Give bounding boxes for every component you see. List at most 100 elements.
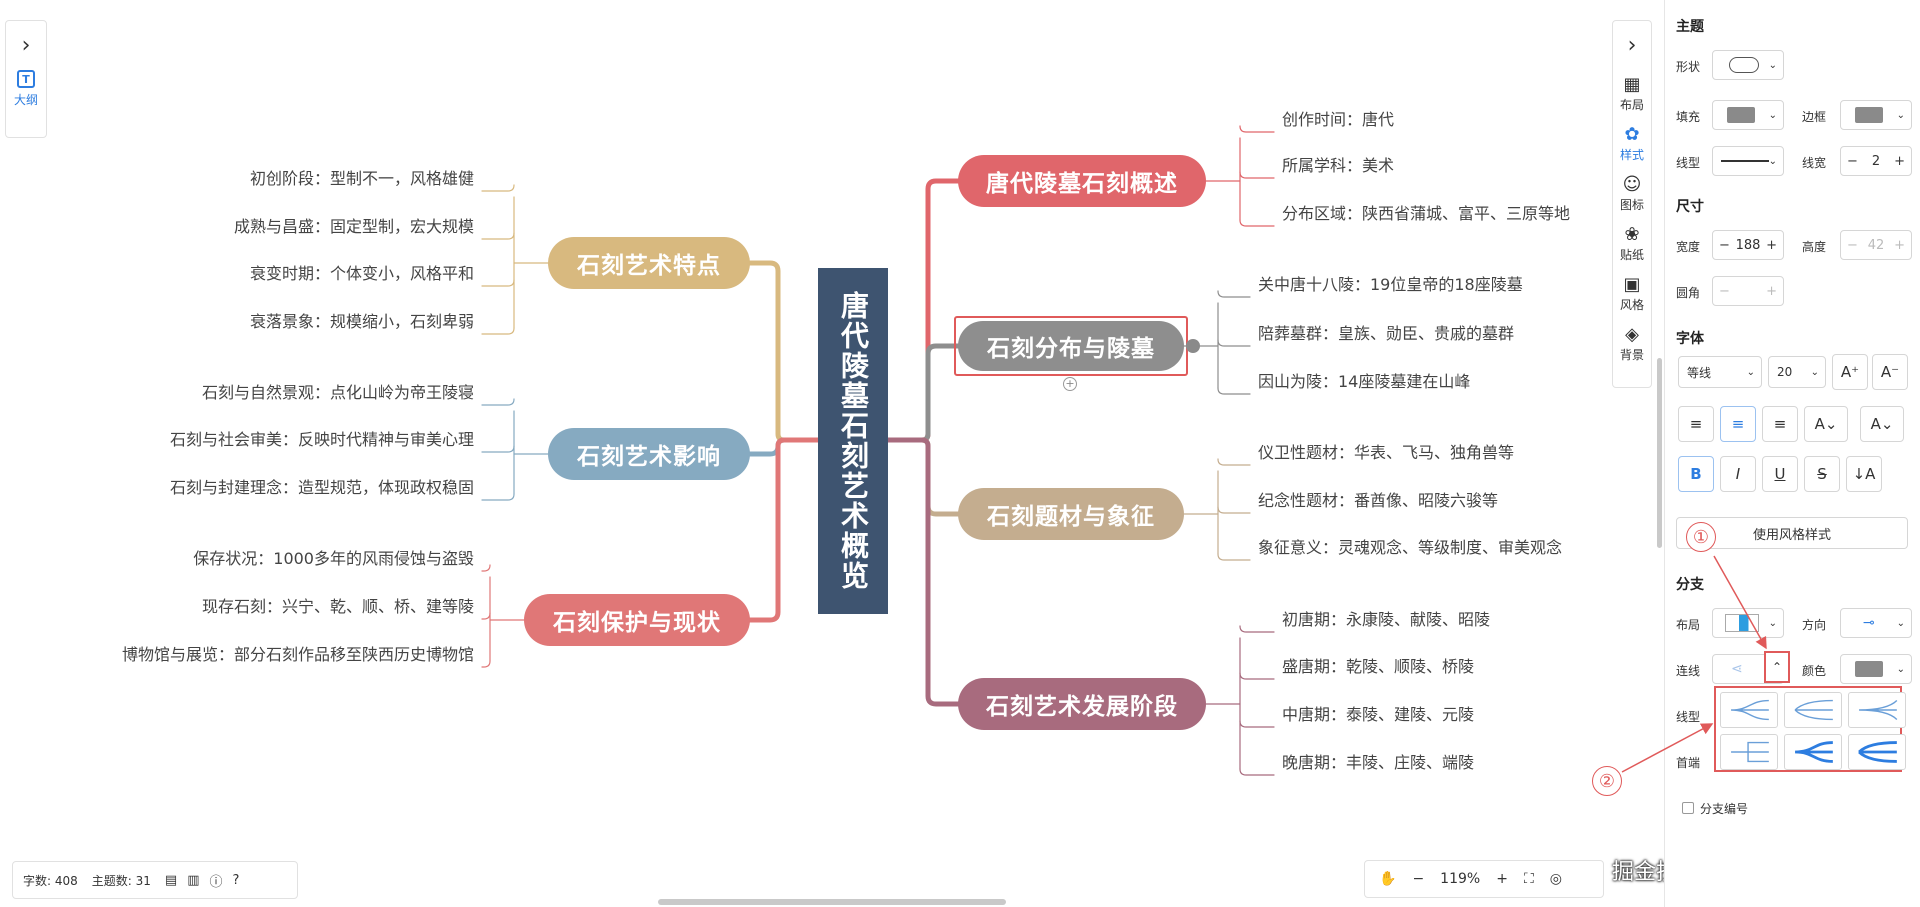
height-stepper[interactable]: −42+ — [1840, 230, 1912, 260]
topic-section-title: 主题 — [1676, 19, 1704, 35]
leaf-topic[interactable]: 因山为陵：14座陵墓建在山峰 — [1258, 372, 1471, 391]
font-color-button[interactable]: A⌄ — [1804, 406, 1848, 442]
leaf-topic[interactable]: 博物馆与展览：部分石刻作品移至陕西历史博物馆 — [121, 645, 474, 664]
leaf-topic[interactable]: 晚唐期：丰陵、庄陵、端陵 — [1282, 753, 1475, 772]
leaf-topic[interactable]: 现存石刻：兴宁、乾、顺、桥、建等陵 — [201, 597, 474, 616]
leaf-topic[interactable]: 初创阶段：型制不一，风格雄健 — [249, 169, 474, 188]
height-label: 高度 — [1802, 240, 1827, 254]
shape-select[interactable]: ⌄ — [1712, 50, 1784, 80]
layout-select[interactable]: ⌄ — [1712, 608, 1784, 638]
root-topic[interactable]: 唐代陵墓石刻艺术概览 — [818, 268, 888, 614]
expand-chevron-icon[interactable]: › — [21, 33, 31, 58]
font-grow-button[interactable]: A⁺ — [1832, 354, 1868, 390]
line-width-stepper[interactable]: −2+ — [1840, 146, 1912, 176]
direction-select[interactable]: ⊸⌄ — [1840, 608, 1912, 638]
branch-color-select[interactable]: ⌄ — [1840, 654, 1912, 684]
hand-icon[interactable]: ✋ — [1379, 871, 1397, 887]
branch-topic[interactable]: 石刻分布与陵墓 — [958, 321, 1184, 371]
leaf-topic[interactable]: 所属学科：美术 — [1282, 156, 1395, 175]
connector-option-1[interactable] — [1720, 692, 1778, 728]
connector-line — [1217, 339, 1251, 347]
italic-button[interactable]: I — [1720, 456, 1756, 492]
branch-topic[interactable]: 唐代陵墓石刻概述 — [958, 155, 1206, 207]
use-style-button[interactable]: 使用风格样式 — [1676, 517, 1908, 549]
zoom-level[interactable]: 119% — [1440, 871, 1481, 887]
help-icon[interactable]: ? — [232, 872, 240, 888]
branch-topic[interactable]: 石刻艺术影响 — [548, 428, 750, 480]
align-center-icon[interactable]: ≡ — [1720, 406, 1756, 442]
tool-smiley[interactable]: ☺图标 — [1620, 175, 1644, 213]
leaf-topic[interactable]: 分布区域：陕西省蒲城、富平、三原等地 — [1282, 204, 1571, 223]
leaf-topic[interactable]: 衰变时期：个体变小，风格平和 — [249, 264, 474, 283]
locate-icon[interactable]: ◎ — [1549, 871, 1562, 887]
leaf-topic[interactable]: 关中唐十八陵：19位皇帝的18座陵墓 — [1258, 275, 1523, 294]
align-right-icon[interactable]: ≡ — [1762, 406, 1798, 442]
branch-color-swatch — [1855, 661, 1883, 677]
keyboard-icon[interactable]: ▤ — [164, 872, 178, 888]
leaf-topic[interactable]: 石刻与封建理念：造型规范，体现政权稳固 — [169, 478, 474, 497]
mindmap-canvas[interactable]: 唐代陵墓石刻艺术概览 唐代陵墓石刻概述 创作时间：唐代所属学科：美术分布区域：陕西… — [0, 0, 1664, 907]
fit-icon[interactable]: ⛶ — [1523, 871, 1534, 887]
leaf-topic[interactable]: 象征意义：灵魂观念、等级制度、审美观念 — [1258, 538, 1563, 557]
align-left-icon[interactable]: ≡ — [1678, 406, 1714, 442]
leaf-topic[interactable]: 纪念性题材：番酋像、昭陵六骏等 — [1258, 491, 1499, 510]
tool-label: 图标 — [1619, 198, 1644, 212]
radius-stepper[interactable]: −+ — [1712, 276, 1784, 306]
outline-label[interactable]: 大纲 — [13, 93, 38, 107]
horizontal-scrollbar[interactable] — [658, 899, 1006, 905]
border-select[interactable]: ⌄ — [1840, 100, 1912, 130]
tool-sticker[interactable]: ❀贴纸 — [1620, 225, 1644, 263]
tool-grid[interactable]: ▣风格 — [1620, 275, 1644, 313]
leaf-topic[interactable]: 盛唐期：乾陵、顺陵、桥陵 — [1282, 657, 1475, 676]
underline-button[interactable]: U — [1762, 456, 1798, 492]
leaf-topic[interactable]: 石刻与自然景观：点化山岭为帝王陵寝 — [201, 383, 474, 402]
collapse-handle[interactable] — [1186, 339, 1200, 353]
connector-line — [481, 564, 491, 572]
font-shrink-button[interactable]: A⁻ — [1872, 354, 1908, 390]
collapse-chevron-icon[interactable]: › — [1627, 33, 1637, 58]
bold-button[interactable]: B — [1678, 456, 1714, 492]
width-stepper[interactable]: −188+ — [1712, 230, 1784, 260]
tool-layout[interactable]: ▦布局 — [1620, 75, 1644, 113]
chevron-up-icon[interactable]: ⌃ — [1764, 651, 1790, 683]
branch-topic[interactable]: 石刻艺术发展阶段 — [958, 678, 1206, 730]
vertical-scrollbar[interactable] — [1657, 358, 1662, 548]
leaf-topic[interactable]: 石刻与社会审美：反映时代精神与审美心理 — [169, 430, 474, 449]
line-type-select[interactable]: ⌄ — [1712, 146, 1784, 176]
branch-topic[interactable]: 石刻艺术特点 — [548, 237, 750, 289]
highlight-color-button[interactable]: A⌄ — [1860, 406, 1904, 442]
tool-label: 贴纸 — [1619, 248, 1644, 262]
font-size-select[interactable]: 20⌄ — [1768, 356, 1826, 388]
connector-option-4[interactable] — [1720, 734, 1778, 770]
leaf-topic[interactable]: 初唐期：永康陵、献陵、昭陵 — [1282, 610, 1491, 629]
branch-topic[interactable]: 石刻题材与象征 — [958, 488, 1184, 540]
border-label: 边框 — [1802, 110, 1827, 124]
add-topic-handle[interactable]: + — [1063, 377, 1077, 391]
outline-icon[interactable]: T — [17, 70, 35, 88]
zoom-out-button[interactable]: − — [1412, 871, 1425, 887]
first-end-label: 首端 — [1676, 756, 1701, 770]
branch-topic[interactable]: 石刻保护与现状 — [524, 594, 750, 646]
fill-select[interactable]: ⌄ — [1712, 100, 1784, 130]
strikethrough-button[interactable]: S — [1804, 456, 1840, 492]
connector-option-6[interactable] — [1848, 734, 1906, 770]
leaf-topic[interactable]: 仪卫性题材：华表、飞马、独角兽等 — [1258, 443, 1515, 462]
font-family-select[interactable]: 等线⌄ — [1678, 356, 1762, 388]
branch-number-checkbox[interactable] — [1682, 802, 1694, 814]
grid-icon: ▣ — [1623, 274, 1641, 295]
leaf-topic[interactable]: 创作时间：唐代 — [1282, 110, 1395, 129]
connector-option-3[interactable] — [1848, 692, 1906, 728]
leaf-topic[interactable]: 衰落景象：规模缩小，石刻卑弱 — [249, 312, 474, 331]
leaf-topic[interactable]: 保存状况：1000多年的风雨侵蚀与盗毁 — [193, 549, 474, 568]
tool-layers[interactable]: ◈背景 — [1620, 325, 1644, 363]
tool-palette[interactable]: ✿样式 — [1620, 125, 1644, 163]
sort-icon[interactable]: ↓A — [1846, 456, 1882, 492]
layout-icon[interactable]: ▥ — [187, 872, 200, 888]
connector-option-2[interactable] — [1784, 692, 1842, 728]
info-icon[interactable]: ⓘ — [209, 874, 223, 890]
leaf-topic[interactable]: 陪葬墓群：皇族、勋臣、贵戚的墓群 — [1258, 324, 1515, 343]
zoom-in-button[interactable]: + — [1496, 871, 1508, 887]
leaf-topic[interactable]: 成熟与昌盛：固定型制，宏大规模 — [233, 217, 474, 236]
connector-option-5[interactable] — [1784, 734, 1842, 770]
leaf-topic[interactable]: 中唐期：泰陵、建陵、元陵 — [1282, 705, 1475, 724]
